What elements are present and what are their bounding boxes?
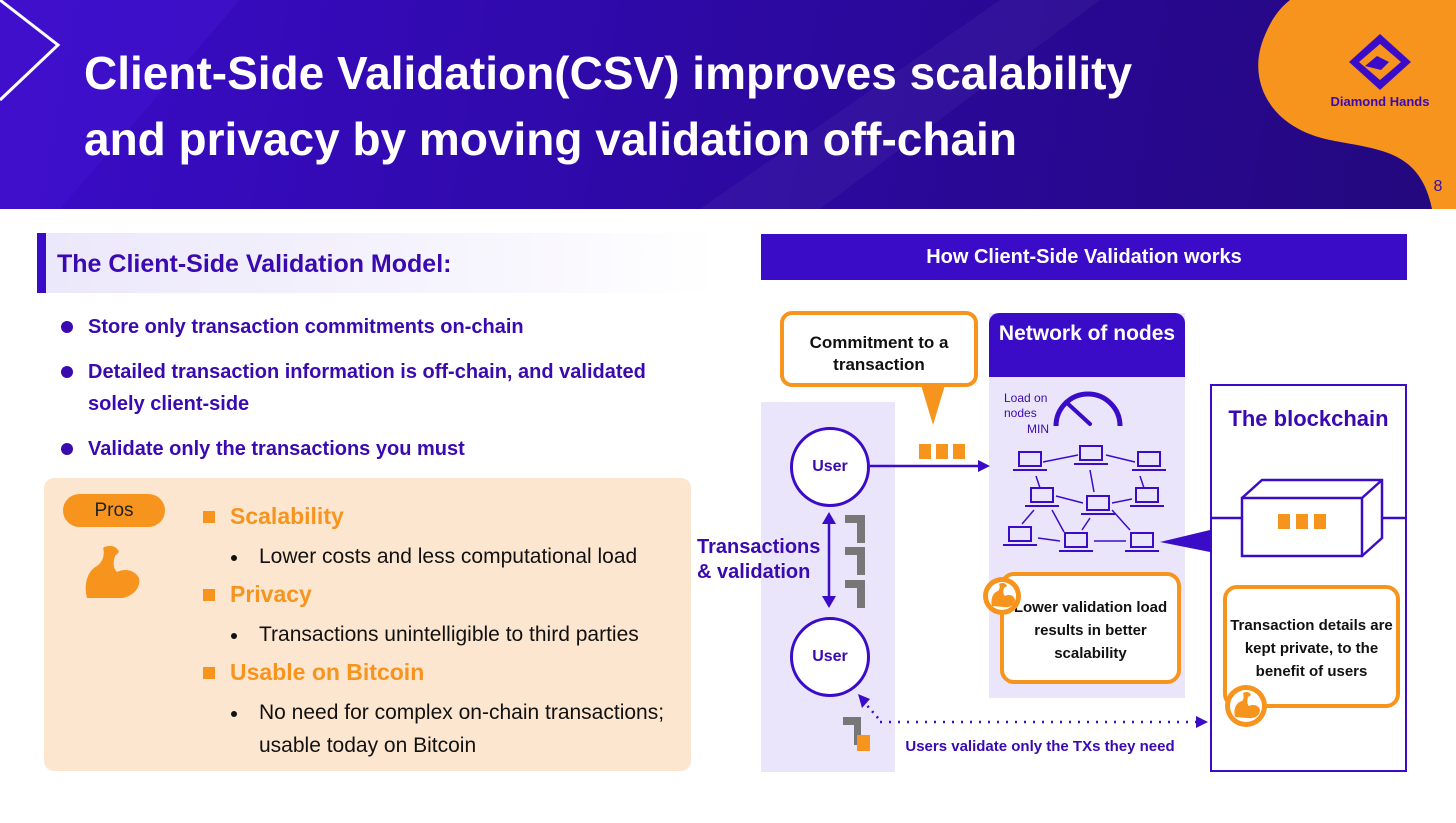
bullet-item: Detailed transaction information is off-… [58, 356, 678, 420]
section-title-bar [37, 233, 717, 293]
detail-dot [231, 711, 237, 717]
diagram-title: How Client-Side Validation works [761, 234, 1407, 280]
laptop-icon [1130, 487, 1164, 507]
pro-detail-bitcoin: No need for complex on-chain transaction… [202, 696, 682, 762]
block-icon [1212, 478, 1405, 558]
pro-title-text: Privacy [230, 581, 312, 607]
validate-dotted-arrow [858, 694, 1208, 728]
bullet-text: Validate only the transactions you must [88, 438, 465, 460]
laptop-icon [1013, 451, 1047, 471]
user-node-bottom: User [790, 617, 870, 697]
double-arrow-icon [822, 512, 836, 608]
pro-detail-privacy: Transactions unintelligible to third par… [202, 618, 682, 651]
bullet-dot [61, 366, 73, 378]
title-line-1: Client-Side Validation(CSV) improves sca… [84, 47, 1133, 99]
square-bullet [203, 667, 215, 679]
pros-badge: Pros [63, 494, 165, 527]
flexed-arm-icon [85, 545, 140, 598]
square-bullet [203, 511, 215, 523]
network-links [1021, 454, 1145, 542]
bullet-dot [61, 321, 73, 333]
bullet-dot [61, 443, 73, 455]
laptop-icon [1059, 532, 1093, 552]
pro-detail-text: Transactions unintelligible to third par… [259, 623, 639, 646]
laptop-icon [1025, 487, 1059, 507]
diamond-hands-logo [1349, 34, 1411, 90]
load-label: Load on nodes [1004, 391, 1048, 420]
flexed-arm-icon [1225, 685, 1267, 727]
bullet-text: Store only transaction commitments on-ch… [88, 316, 524, 338]
pro-title-scalability: Scalability [202, 500, 682, 540]
detail-dot [231, 555, 237, 561]
pro-title-text: Scalability [230, 503, 344, 529]
gauge-icon [1053, 391, 1123, 427]
page-number: 8 [1433, 178, 1443, 195]
tx-block-orange [857, 735, 870, 751]
bullet-item: Store only transaction commitments on-ch… [58, 311, 678, 343]
commitment-callout: Commitment to a transaction [780, 311, 978, 387]
model-bullets: Store only transaction commitments on-ch… [58, 311, 678, 478]
bullet-item: Validate only the transactions you must [58, 433, 678, 465]
pro-title-privacy: Privacy [202, 578, 682, 618]
pro-detail-scalability: Lower costs and less computational load [202, 540, 682, 573]
blockchain-to-nodes-arrow [1160, 530, 1210, 552]
laptop-icon [1003, 526, 1037, 546]
blockchain-title: The blockchain [1228, 406, 1389, 431]
network-title: Network of nodes [989, 313, 1185, 377]
laptop-icon [1132, 451, 1166, 471]
pro-detail-text: Lower costs and less computational load [259, 545, 638, 568]
tx-block-icons [843, 515, 865, 745]
block-contents [1278, 514, 1326, 529]
callout-pointer [921, 385, 945, 425]
laptop-icon [1081, 495, 1115, 515]
laptop-icons [1003, 445, 1166, 552]
pro-title-bitcoin: Usable on Bitcoin [202, 656, 682, 696]
detail-dot [231, 633, 237, 639]
flexed-arm-icon [983, 577, 1021, 615]
bullet-text: Detailed transaction information is off-… [88, 361, 646, 415]
pro-detail-text: No need for complex on-chain transaction… [259, 701, 665, 757]
arrow-to-nodes [870, 460, 990, 472]
validate-label: Users validate only the TXs they need [905, 738, 1175, 755]
square-bullet [203, 589, 215, 601]
user-node-top: User [790, 427, 870, 507]
brand-name: Diamond Hands [1330, 94, 1430, 109]
laptop-icon [1074, 445, 1108, 465]
header-decoration [0, 0, 1456, 209]
header-banner [0, 0, 1456, 209]
commitment-blocks [919, 444, 965, 459]
title-line-2: and privacy by moving validation off-cha… [84, 113, 1017, 165]
transactions-label: Transactions & validation [697, 536, 821, 583]
pros-list: Scalability Lower costs and less computa… [202, 500, 682, 767]
page-title: Client-Side Validation(CSV) improves sca… [84, 40, 1244, 172]
pro-title-text: Usable on Bitcoin [230, 659, 425, 685]
gauge-min-label: MIN [1027, 422, 1049, 436]
pros-panel [44, 478, 691, 771]
laptop-icon [1125, 532, 1159, 552]
scalability-note: Lower validation load results in better … [1000, 572, 1181, 684]
section-title: The Client-Side Validation Model: [57, 250, 452, 278]
